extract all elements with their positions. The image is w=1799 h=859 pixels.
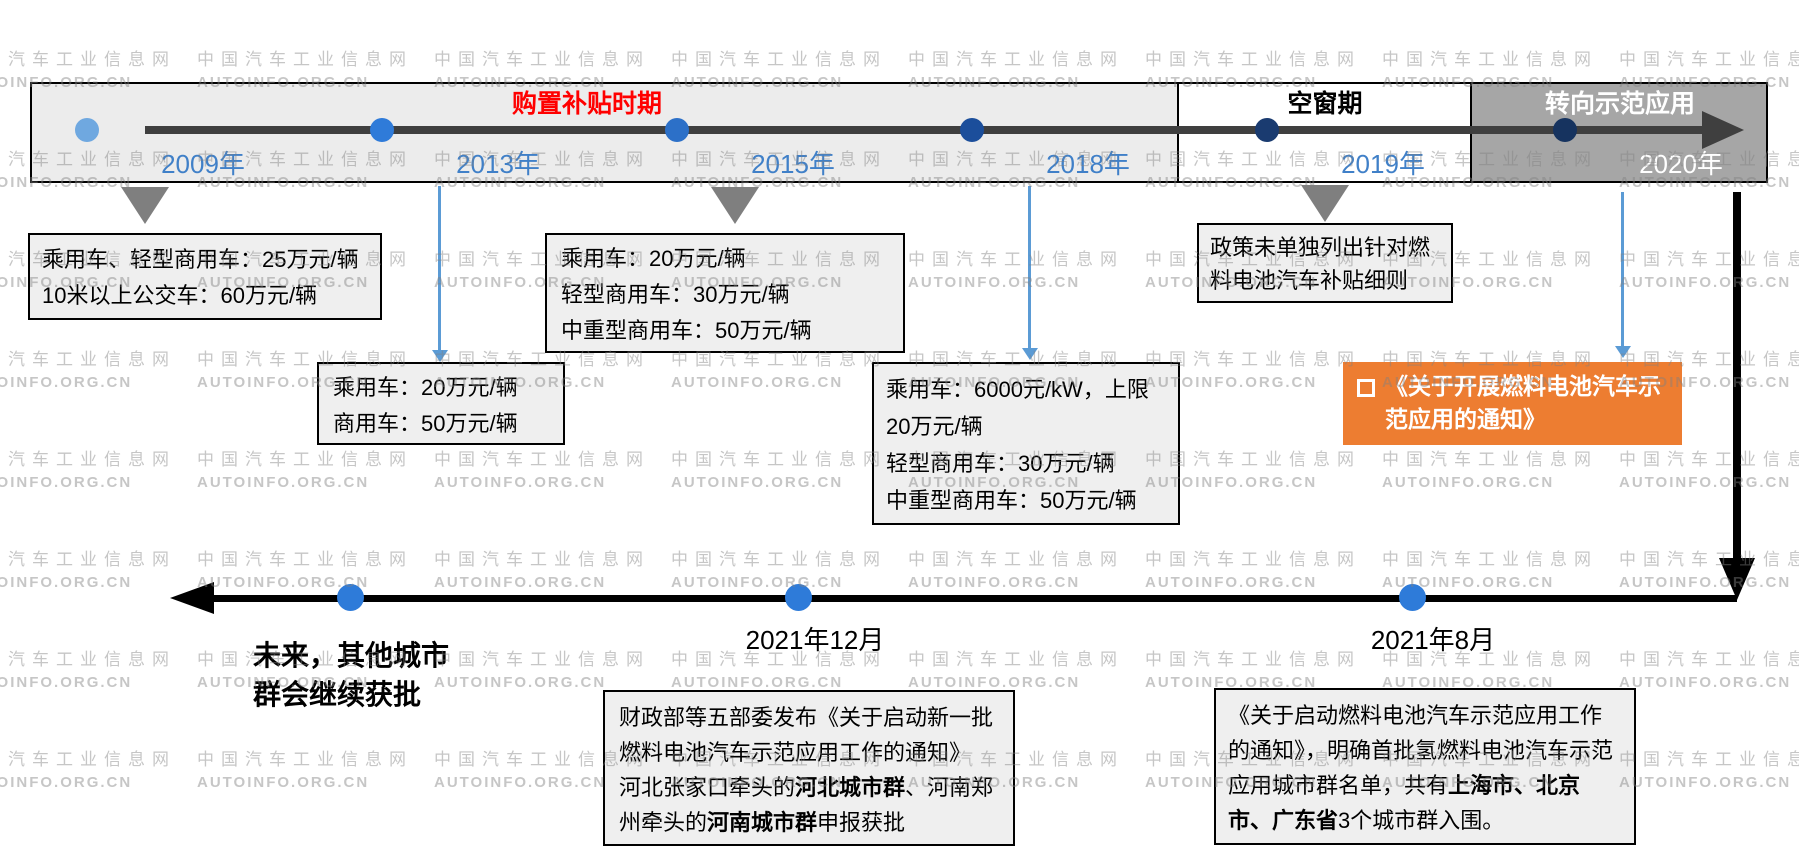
triangle-down-icon xyxy=(1301,185,1349,222)
subsidy-line: 乘用车：20万元/辆 xyxy=(333,375,518,400)
triangle-down-icon xyxy=(711,187,759,224)
timeline-dot-2020 xyxy=(1553,118,1577,142)
subsidy-detail-box-2009: 乘用车、轻型商用车：25万元/辆 10米以上公交车：60万元/辆 xyxy=(28,233,382,320)
event-detail-text: 《关于启动燃料电池汽车示范应用工作的通知》，明确首批氢燃料电池汽车示范应用城市群… xyxy=(1228,703,1614,833)
bottom-timeline-line xyxy=(212,595,1737,602)
year-label-2009: 2009年 xyxy=(161,149,245,179)
vertical-connector-line xyxy=(1733,192,1741,562)
timeline-dot-2015 xyxy=(665,118,689,142)
event-detail-box-2021-12: 财政部等五部委发布《关于启动新一批燃料电池汽车示范应用工作的通知》 河北张家口牵… xyxy=(603,690,1015,846)
connector-arrow-2018 xyxy=(1028,186,1031,348)
subsidy-line: 乘用车：20万元/辆 xyxy=(561,246,746,271)
connector-arrow-2013 xyxy=(438,186,441,350)
subsidy-line: 10米以上公交车：60万元/辆 xyxy=(42,283,318,308)
subsidy-detail-box-2013: 乘用车：20万元/辆 商用车：50万元/辆 xyxy=(317,362,565,445)
top-timeline-line xyxy=(145,126,1703,134)
subsidy-line: 商用车：50万元/辆 xyxy=(333,411,518,436)
year-label-2013: 2013年 xyxy=(456,149,540,179)
triangle-down-icon xyxy=(121,187,169,224)
connector-arrowhead-icon xyxy=(432,350,448,362)
phase-label-subsidy-period: 购置补贴时期 xyxy=(511,90,662,118)
timeline-dot-2021-12 xyxy=(785,584,812,611)
announcement-text: 《关于开展燃料电池汽车示范应用的通知》 xyxy=(1385,373,1661,432)
subsidy-line: 乘用车、轻型商用车：25万元/辆 xyxy=(42,247,359,272)
phase-label-window-period: 空窗期 xyxy=(1287,90,1363,118)
connector-arrowhead-icon xyxy=(1022,348,1038,360)
square-outline-icon xyxy=(1357,379,1375,397)
future-note-text: 未来，其他城市群会继续获批 xyxy=(253,640,450,710)
event-detail-text: 财政部等五部委发布《关于启动新一批燃料电池汽车示范应用工作的通知》 河北张家口牵… xyxy=(619,705,994,835)
subsidy-detail-box-2015: 乘用车：20万元/辆 轻型商用车：30万元/辆 中重型商用车：50万元/辆 xyxy=(545,233,905,353)
subsidy-line: 乘用车：6000元/kW，上限20万元/辆 xyxy=(886,377,1149,439)
phase-label-demonstration: 转向示范应用 xyxy=(1544,90,1695,118)
policy-note-box-2019: 政策未单独列出针对燃料电池汽车补贴细则 xyxy=(1197,223,1453,303)
timeline-dot-2018 xyxy=(960,118,984,142)
year-label-2020: 2020年 xyxy=(1639,149,1723,179)
connector-arrow-2020 xyxy=(1621,192,1624,346)
connector-arrowhead-icon xyxy=(1615,346,1631,358)
announcement-box-2020: 《关于开展燃料电池汽车示范应用的通知》 xyxy=(1343,362,1682,445)
policy-note-text: 政策未单独列出针对燃料电池汽车补贴细则 xyxy=(1210,235,1431,293)
subsidy-line: 轻型商用车：30万元/辆 xyxy=(561,282,790,307)
year-label-2019: 2019年 xyxy=(1341,149,1425,179)
subsidy-line: 轻型商用车：30万元/辆 xyxy=(886,451,1115,476)
year-label-2015: 2015年 xyxy=(751,149,835,179)
timeline-dot-2009 xyxy=(75,118,99,142)
date-label-2021-12: 2021年12月 xyxy=(745,625,885,655)
year-label-2018: 2018年 xyxy=(1046,149,1130,179)
timeline-dot-2019 xyxy=(1255,118,1279,142)
subsidy-line: 中重型商用车：50万元/辆 xyxy=(886,488,1137,513)
subsidy-line: 中重型商用车：50万元/辆 xyxy=(561,318,812,343)
subsidy-detail-box-2018: 乘用车：6000元/kW，上限20万元/辆 轻型商用车：30万元/辆 中重型商用… xyxy=(872,362,1180,525)
timeline-dot-2013 xyxy=(370,118,394,142)
date-label-2021-08: 2021年8月 xyxy=(1370,625,1496,655)
timeline-dot-2021-08 xyxy=(1399,584,1426,611)
timeline-dot-future xyxy=(337,584,364,611)
bottom-timeline-arrowhead-icon xyxy=(170,582,214,614)
top-timeline-arrowhead-icon xyxy=(1702,111,1744,149)
event-detail-box-2021-08: 《关于启动燃料电池汽车示范应用工作的通知》，明确首批氢燃料电池汽车示范应用城市群… xyxy=(1214,688,1636,845)
vertical-connector-arrowhead-icon xyxy=(1719,558,1755,600)
